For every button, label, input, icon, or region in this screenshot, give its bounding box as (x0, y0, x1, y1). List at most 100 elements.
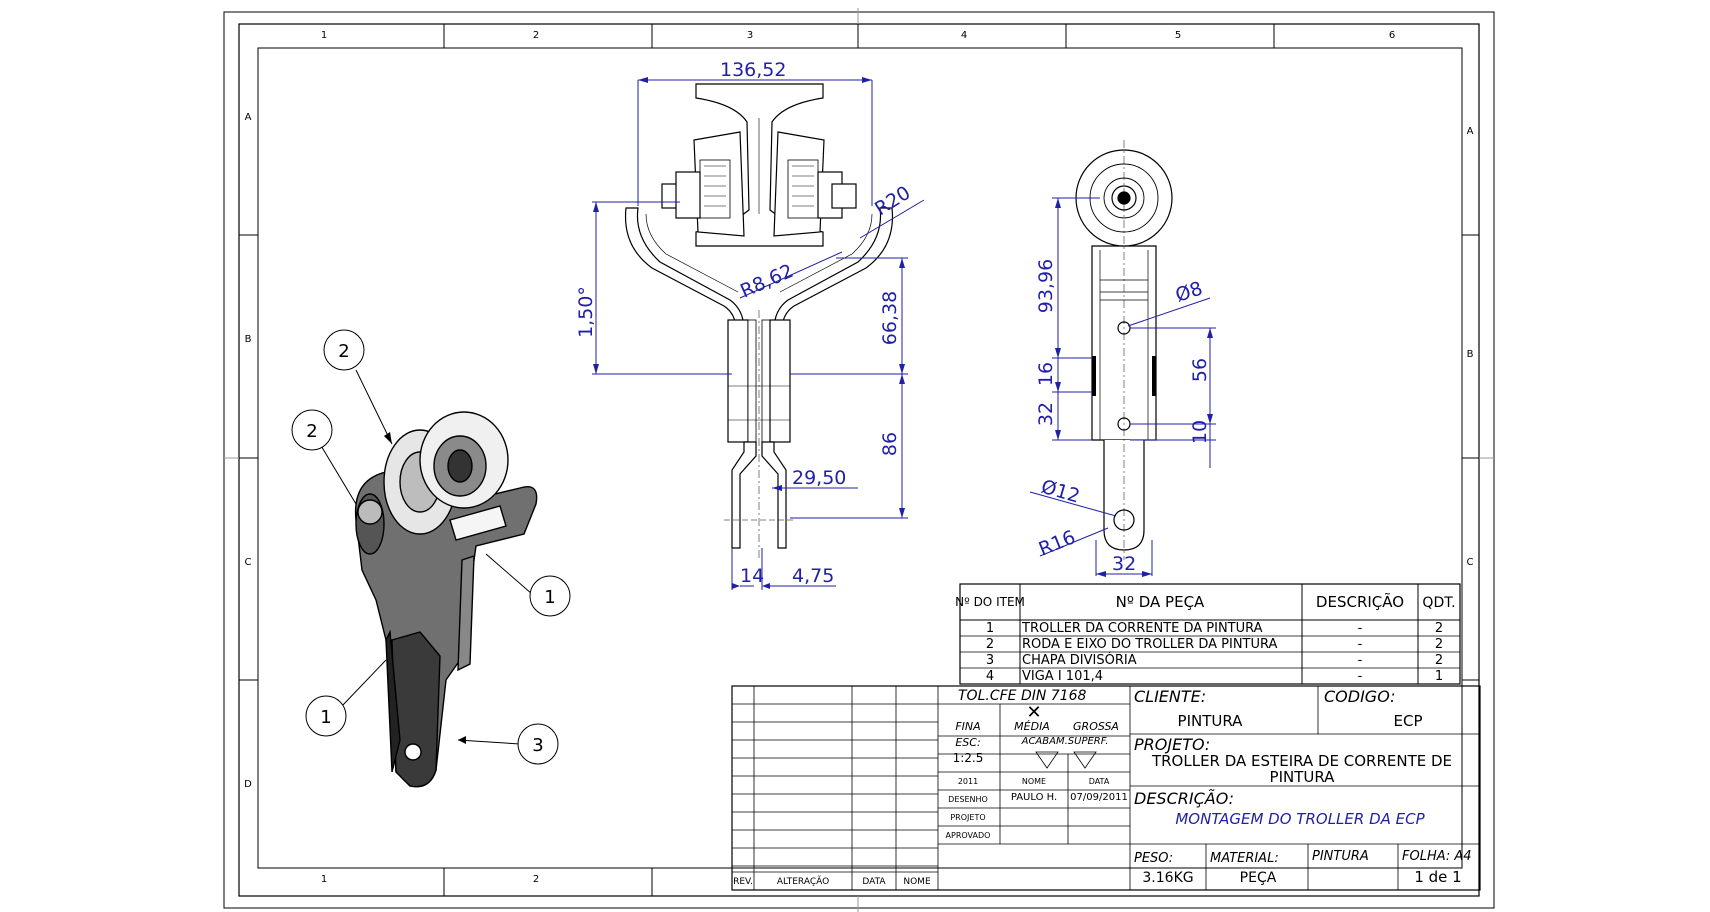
balloon-label: 3 (532, 735, 543, 756)
projeto-label: PROJETO: (1134, 735, 1210, 754)
bom-part: TROLLER DA CORRENTE DA PINTURA (1021, 621, 1263, 636)
side-view-dimensions: 93,96 16 32 Ø8 56 10 Ø12 R16 32 (1029, 197, 1216, 577)
bom-qty: 2 (1435, 637, 1443, 652)
dim-2950: 29,50 (792, 467, 846, 489)
pintura-label: PINTURA (1312, 849, 1369, 864)
balloon-label: 2 (306, 421, 317, 442)
balloon (291, 409, 333, 451)
balloon (529, 575, 571, 617)
close-x-icon: ✕ (1026, 702, 1041, 723)
descricao-label: DESCRIÇÃO: (1134, 789, 1234, 808)
row-projeto: PROJETO (950, 813, 985, 822)
descricao-value: MONTAGEM DO TROLLER DA ECP (1175, 810, 1425, 828)
col-label: 4 (961, 30, 967, 41)
esc-value: 1:2.5 (953, 751, 984, 765)
col-label: 6 (1389, 30, 1395, 41)
bom-item: 1 (986, 621, 994, 636)
dim-angle: 1,50° (575, 286, 597, 338)
bom-qty: 1 (1435, 669, 1443, 684)
cliente-label: CLIENTE: (1134, 687, 1206, 706)
dim-r862: R8,62 (737, 260, 797, 303)
material-value: PEÇA (1240, 870, 1277, 886)
bom-item: 4 (986, 669, 994, 684)
dim-56: 56 (1189, 358, 1211, 382)
dim-86: 86 (879, 432, 901, 456)
balloon-label: 1 (320, 707, 331, 728)
balloons: 2 2 1 1 3 (291, 329, 571, 765)
side-view (1075, 140, 1173, 560)
bom-part: RODA E EIXO DO TROLLER DA PINTURA (1022, 637, 1278, 652)
bom-desc: - (1358, 637, 1363, 652)
bom-qty: 2 (1435, 621, 1443, 636)
title-block: REV. ALTERAÇÃO DATA NOME TOL.CFE DIN 716… (731, 685, 1481, 891)
bom-item: 3 (986, 653, 994, 668)
row-label: A (245, 112, 252, 123)
bom-part: CHAPA DIVISÓRIA (1022, 652, 1137, 668)
col-label: 5 (1175, 30, 1181, 41)
balloon (323, 329, 365, 371)
dim-6638: 66,38 (879, 291, 901, 345)
balloon (305, 695, 347, 737)
codigo-value: ECP (1394, 712, 1423, 730)
data-header: DATA (862, 877, 886, 887)
dim-9396: 93,96 (1035, 259, 1057, 313)
dim-phi12: Ø12 (1039, 476, 1083, 508)
nome-col: NOME (1022, 777, 1046, 786)
tol-media: MÉDIA (1014, 720, 1050, 733)
front-view (624, 83, 894, 560)
dim-32v: 32 (1035, 402, 1057, 426)
cliente-value: PINTURA (1178, 712, 1244, 730)
projeto-line1: TROLLER DA ESTEIRA DE CORRENTE DE (1151, 752, 1452, 770)
rev-header: REV. (733, 877, 753, 887)
material-label: MATERIAL: (1210, 851, 1279, 866)
data-col: DATA (1089, 777, 1110, 786)
folha-label: FOLHA: A4 (1402, 849, 1472, 864)
dim-32h: 32 (1112, 553, 1136, 575)
bom-desc: - (1358, 653, 1363, 668)
bom-desc: - (1358, 669, 1363, 684)
row-desenho: DESENHO (948, 795, 988, 804)
bom-header-item: Nº DO ITEM (955, 595, 1025, 609)
row-label: B (245, 334, 252, 345)
year: 2011 (958, 777, 978, 786)
tol-fina: FINA (955, 720, 980, 733)
isometric-view (354, 411, 538, 788)
row-aprovado: APROVADO (946, 831, 991, 840)
nome-header: NOME (903, 877, 931, 887)
bom-table: Nº DO ITEM Nº DA PEÇA DESCRIÇÃO QDT. 1 T… (955, 583, 1461, 685)
row-label: C (245, 557, 252, 568)
dim-16: 16 (1035, 362, 1057, 386)
col-label: 1 (321, 874, 327, 885)
peso-value: 3.16KG (1142, 870, 1193, 886)
acabam-label: ACABAM.SUPERF. (1021, 736, 1109, 747)
dim-14: 14 (740, 565, 764, 587)
sheet-border: 1 2 3 4 5 6 1 2 A B C D A B C (223, 8, 1495, 912)
col-label: 2 (533, 30, 539, 41)
col-label: 1 (321, 30, 327, 41)
dim-r16: R16 (1036, 526, 1079, 560)
drawn-date: 07/09/2011 (1070, 792, 1128, 803)
projeto-line2: PINTURA (1270, 768, 1336, 786)
bom-desc: - (1358, 621, 1363, 636)
balloon-label: 2 (338, 341, 349, 362)
balloon-label: 1 (544, 587, 555, 608)
row-label: A (1467, 126, 1474, 137)
dim-10: 10 (1189, 420, 1211, 444)
esc-label: ESC: (955, 736, 980, 749)
bom-part: VIGA I 101,4 (1022, 669, 1103, 684)
dim-top-width: 136,52 (720, 59, 786, 81)
alteracao-header: ALTERAÇÃO (777, 876, 829, 887)
balloon (517, 723, 559, 765)
row-label: C (1467, 557, 1474, 568)
drawn-by: PAULO H. (1011, 792, 1057, 803)
bom-item: 2 (986, 637, 994, 652)
tolerance: TOL.CFE DIN 7168 (958, 688, 1086, 704)
folha-value: 1 de 1 (1414, 868, 1461, 886)
peso-label: PESO: (1134, 851, 1173, 866)
col-label: 2 (533, 874, 539, 885)
finish-triangle-icon (1035, 751, 1097, 769)
row-label: B (1467, 349, 1474, 360)
bom-header-part: Nº DA PEÇA (1116, 593, 1205, 611)
dim-475: 4,75 (792, 565, 834, 587)
